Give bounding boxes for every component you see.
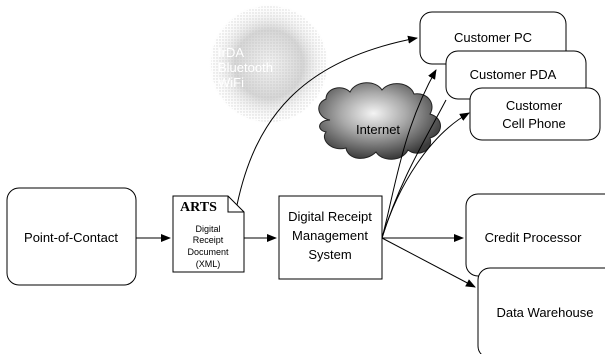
internet-label: Internet [356,122,400,137]
data-warehouse-box: Data Warehouse [477,267,605,354]
document-label-line1: Digital [195,224,220,234]
arts-logo: ARTS [180,200,217,215]
document-label-line3: Document [187,247,229,257]
customer-pda-box: Customer PDA [445,50,587,100]
wireless-label-irda: IrDA [218,45,244,60]
credit-processor-label: Credit Processor [485,230,582,245]
digital-receipt-document: ARTS Digital Receipt Document (XML) [172,195,245,273]
internet-cloud: Internet [318,82,441,160]
customer-cell-label-line1: Customer [506,98,563,113]
wireless-label-wifi: WiFi [218,75,244,90]
connectors [136,35,476,288]
drms-label-line2: Management [292,228,368,243]
arrow-document-to-customer-pc [236,35,418,206]
data-warehouse-label: Data Warehouse [496,305,593,320]
customer-cell-label-line2: Cell Phone [502,116,566,131]
document-label-line4: (XML) [196,259,221,269]
customer-cell-phone-box: Customer Cell Phone [469,87,601,141]
drms-box: Digital Receipt Management System [278,195,383,280]
point-of-contact-box: Point-of-Contact [6,187,137,286]
arrow-drms-to-data-warehouse [381,237,476,288]
point-of-contact-label: Point-of-Contact [24,230,118,245]
arrow-drms-to-customer-cell [381,112,470,239]
customer-pc-label: Customer PC [454,30,532,45]
drms-label-line1: Digital Receipt [288,209,372,224]
document-label-line2: Receipt [193,235,224,245]
credit-processor-box: Credit Processor [465,193,605,277]
wireless-label-bluetooth: Bluetooth [218,60,273,75]
arrow-drms-to-customer-pc [381,69,437,239]
wireless-bubble: IrDA Bluetooth WiFi [207,2,331,126]
customer-pda-label: Customer PDA [470,67,557,82]
drms-label-line3: System [308,247,351,262]
